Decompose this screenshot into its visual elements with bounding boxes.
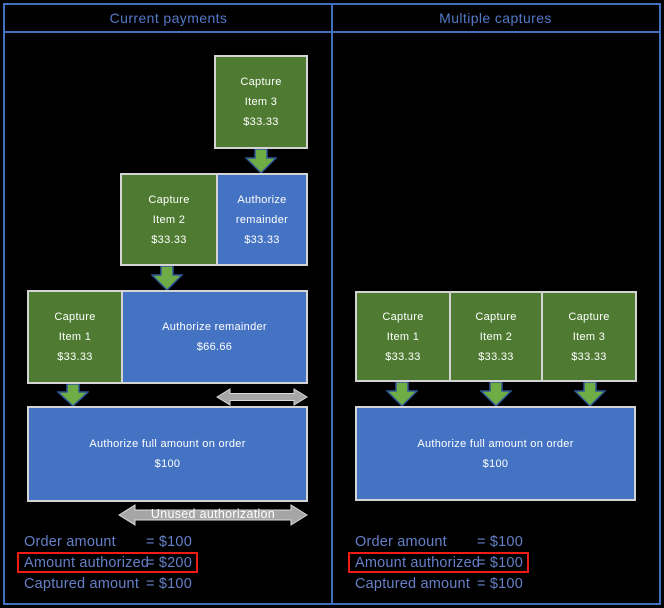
unused-authorization-arrow: Unused authorization (118, 504, 308, 526)
horizontal-double-arrow-icon (118, 504, 308, 526)
capture-item-3-box: Capture Item 3 $33.33 (214, 55, 308, 149)
panel-current-payments: Capture Item 3 $33.33 Capture Item 2 $33… (5, 33, 332, 603)
summary-label: Amount authorized (355, 554, 481, 571)
down-arrow-icon (245, 149, 277, 174)
diagram-frame: Current payments Multiple captures Captu… (3, 3, 661, 605)
header-multiple-captures: Multiple captures (439, 10, 552, 26)
summary-value: = $100 (477, 554, 523, 571)
capture-item-1-label: Capture Item 1 $33.33 (54, 311, 96, 363)
summary-value: = $100 (146, 575, 192, 592)
authorize-remainder-66-label: Authorize remainder $66.66 (162, 321, 267, 353)
summary-current-payments: Order amount = $100 Amount authorized = … (17, 531, 198, 594)
summary-row-order-amount: Order amount = $100 (348, 531, 529, 552)
summary-value: = $200 (146, 554, 192, 571)
down-arrow-icon (386, 382, 418, 407)
down-arrow-icon (57, 384, 89, 407)
authorize-full-amount-box: Authorize full amount on order $100 (27, 406, 308, 502)
summary-row-order-amount: Order amount = $100 (17, 531, 198, 552)
summary-row-captured-amount: Captured amount = $100 (348, 573, 529, 594)
summary-value: = $100 (146, 533, 192, 550)
capture-item-1-label: Capture Item 1 $33.33 (382, 310, 424, 363)
summary-value: = $100 (477, 533, 523, 550)
summary-row-amount-authorized: Amount authorized = $200 (17, 552, 198, 573)
down-arrow-icon (151, 266, 183, 291)
summary-label: Order amount (355, 533, 447, 550)
down-arrow-icon (574, 382, 606, 407)
summary-value: = $100 (477, 575, 523, 592)
row-capture2-authorize: Capture Item 2 $33.33 Authorize remainde… (120, 173, 308, 266)
summary-label: Captured amount (355, 575, 471, 592)
row-three-captures: Capture Item 1 $33.33 Capture Item 2 $33… (355, 291, 637, 382)
capture-item-3-label: Capture Item 3 $33.33 (240, 76, 282, 128)
unused-authorization-label: Unused authorization (150, 507, 276, 521)
summary-label: Amount authorized (24, 554, 150, 571)
horizontal-double-arrow-icon (216, 388, 308, 406)
panel-multiple-captures: Capture Item 1 $33.33 Capture Item 2 $33… (334, 33, 661, 603)
authorize-full-amount-box: Authorize full amount on order $100 (355, 406, 636, 501)
row-capture1-authorize: Capture Item 1 $33.33 Authorize remainde… (27, 290, 308, 384)
authorize-full-amount-label: Authorize full amount on order $100 (89, 438, 246, 470)
panel-divider (331, 5, 333, 603)
authorize-full-amount-label: Authorize full amount on order $100 (417, 437, 574, 470)
capture-item-2-label: Capture Item 2 $33.33 (148, 193, 190, 246)
authorize-remainder-33-label: Authorize remainder $33.33 (235, 193, 289, 246)
header-current-payments: Current payments (109, 10, 228, 26)
down-arrow-icon (480, 382, 512, 407)
summary-label: Order amount (24, 533, 116, 550)
summary-label: Captured amount (24, 575, 140, 592)
summary-row-captured-amount: Captured amount = $100 (17, 573, 198, 594)
capture-item-3-label: Capture Item 3 $33.33 (568, 310, 610, 363)
capture-item-2-label: Capture Item 2 $33.33 (475, 310, 517, 363)
summary-row-amount-authorized: Amount authorized = $100 (348, 552, 529, 573)
summary-multiple-captures: Order amount = $100 Amount authorized = … (348, 531, 529, 594)
